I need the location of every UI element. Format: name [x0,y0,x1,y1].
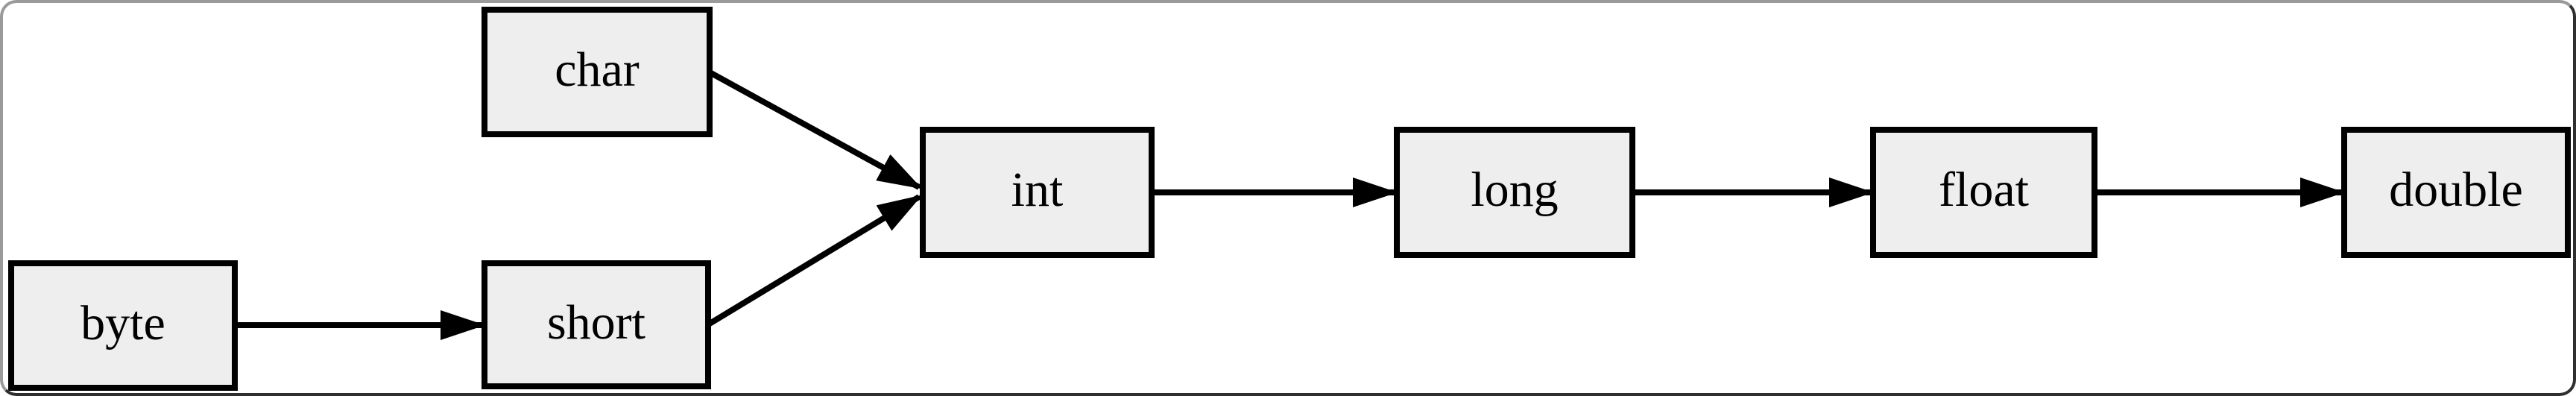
node-int-label: int [1011,163,1064,217]
node-char-label: char [555,42,640,97]
node-long: long [1394,127,1635,258]
node-int: int [920,127,1155,258]
node-byte: byte [8,260,238,391]
edge-short-int [707,194,923,327]
node-float-label: float [1939,163,2029,217]
node-short: short [482,260,711,389]
node-long-label: long [1471,163,1559,217]
node-float: float [1870,127,2097,258]
edge-char-int [710,70,923,190]
node-byte-label: byte [80,295,165,351]
node-char: char [482,7,713,137]
node-double: double [2341,127,2571,258]
node-double-label: double [2389,163,2523,217]
node-short-label: short [547,295,645,350]
diagram-edges [236,70,2345,340]
